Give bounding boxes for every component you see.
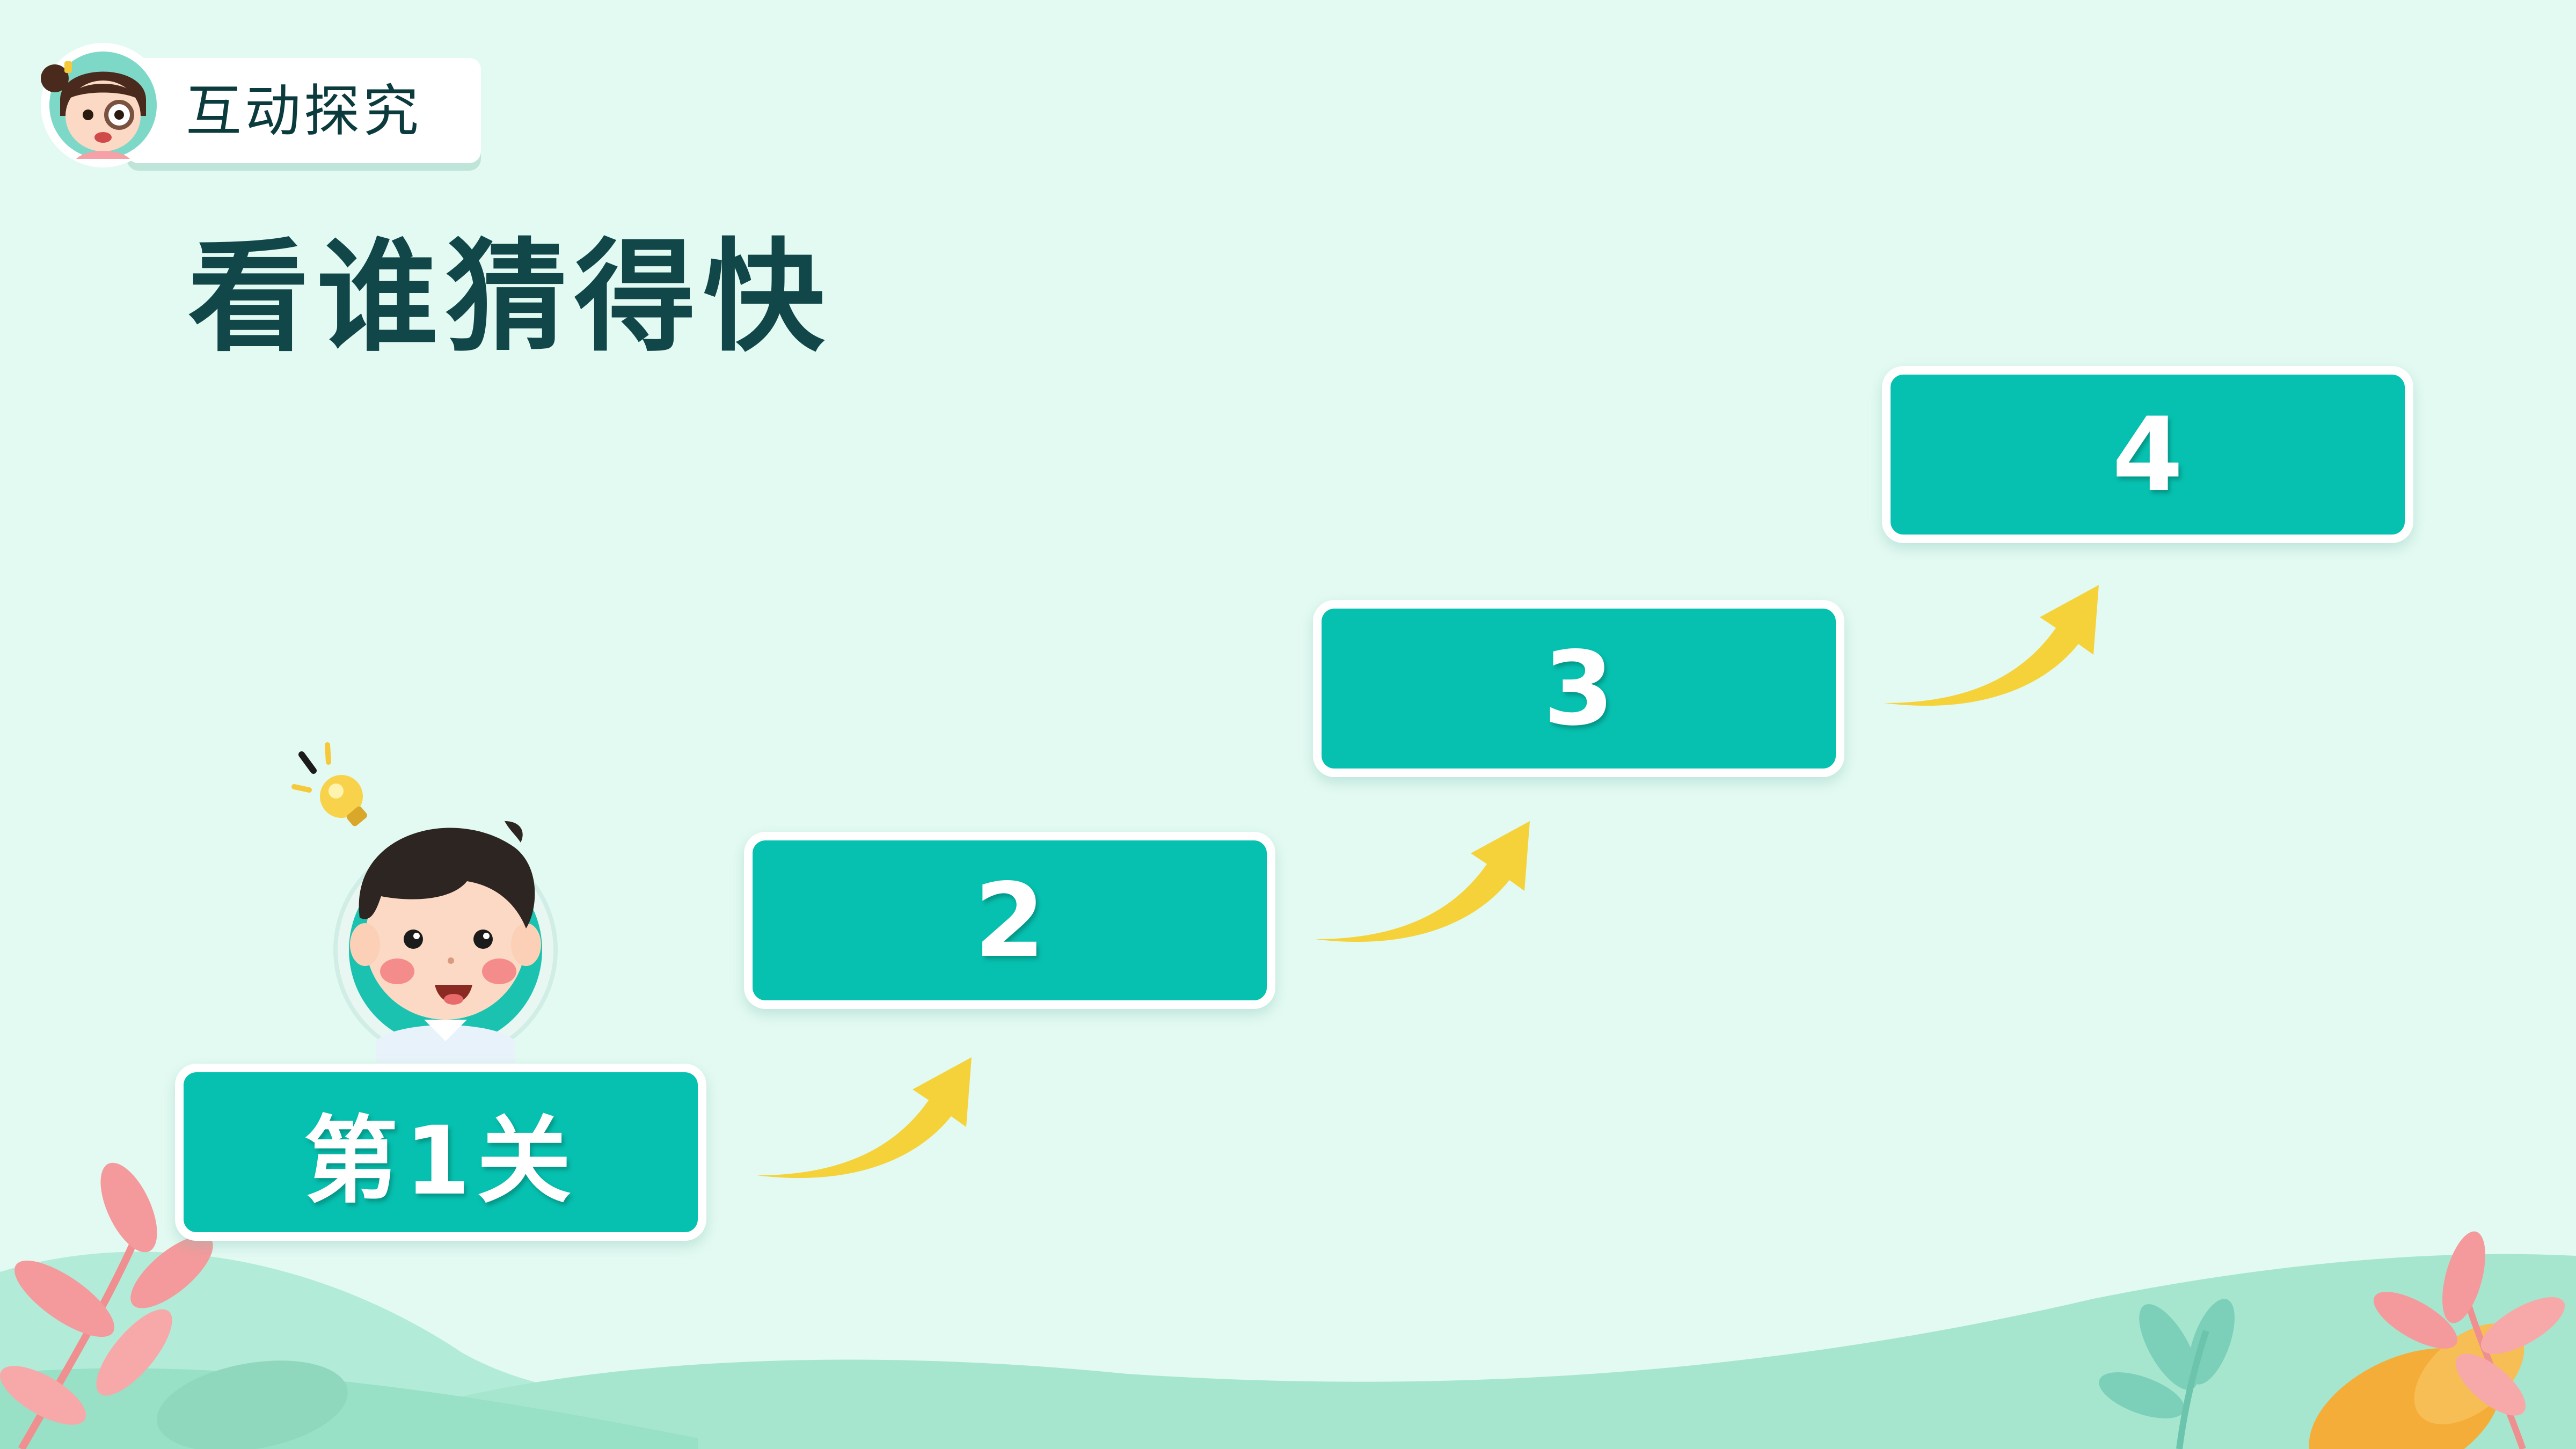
- page-title: 看谁猜得快: [188, 227, 833, 368]
- level-3-button[interactable]: 3: [1313, 600, 1844, 777]
- lightbulb-icon: [291, 742, 367, 826]
- curved-arrow-icon: [1884, 585, 2099, 706]
- level-1-button[interactable]: 第1关: [175, 1064, 706, 1241]
- curved-arrow-icon: [757, 1057, 972, 1179]
- girl-magnifier-icon: [41, 43, 165, 167]
- leaf-branch-icon: [0, 1162, 348, 1449]
- section-badge-label: 互动探究: [186, 78, 422, 144]
- section-badge: [127, 58, 481, 163]
- bottom-hill-mid: [301, 1254, 2576, 1449]
- leaf-branch-icon: [2099, 1231, 2565, 1449]
- curved-arrow-icon: [1315, 821, 1530, 942]
- level-4-button[interactable]: 4: [1882, 366, 2413, 543]
- boy-with-lightbulb-icon: [291, 742, 558, 1063]
- level-2-button[interactable]: 2: [744, 832, 1275, 1009]
